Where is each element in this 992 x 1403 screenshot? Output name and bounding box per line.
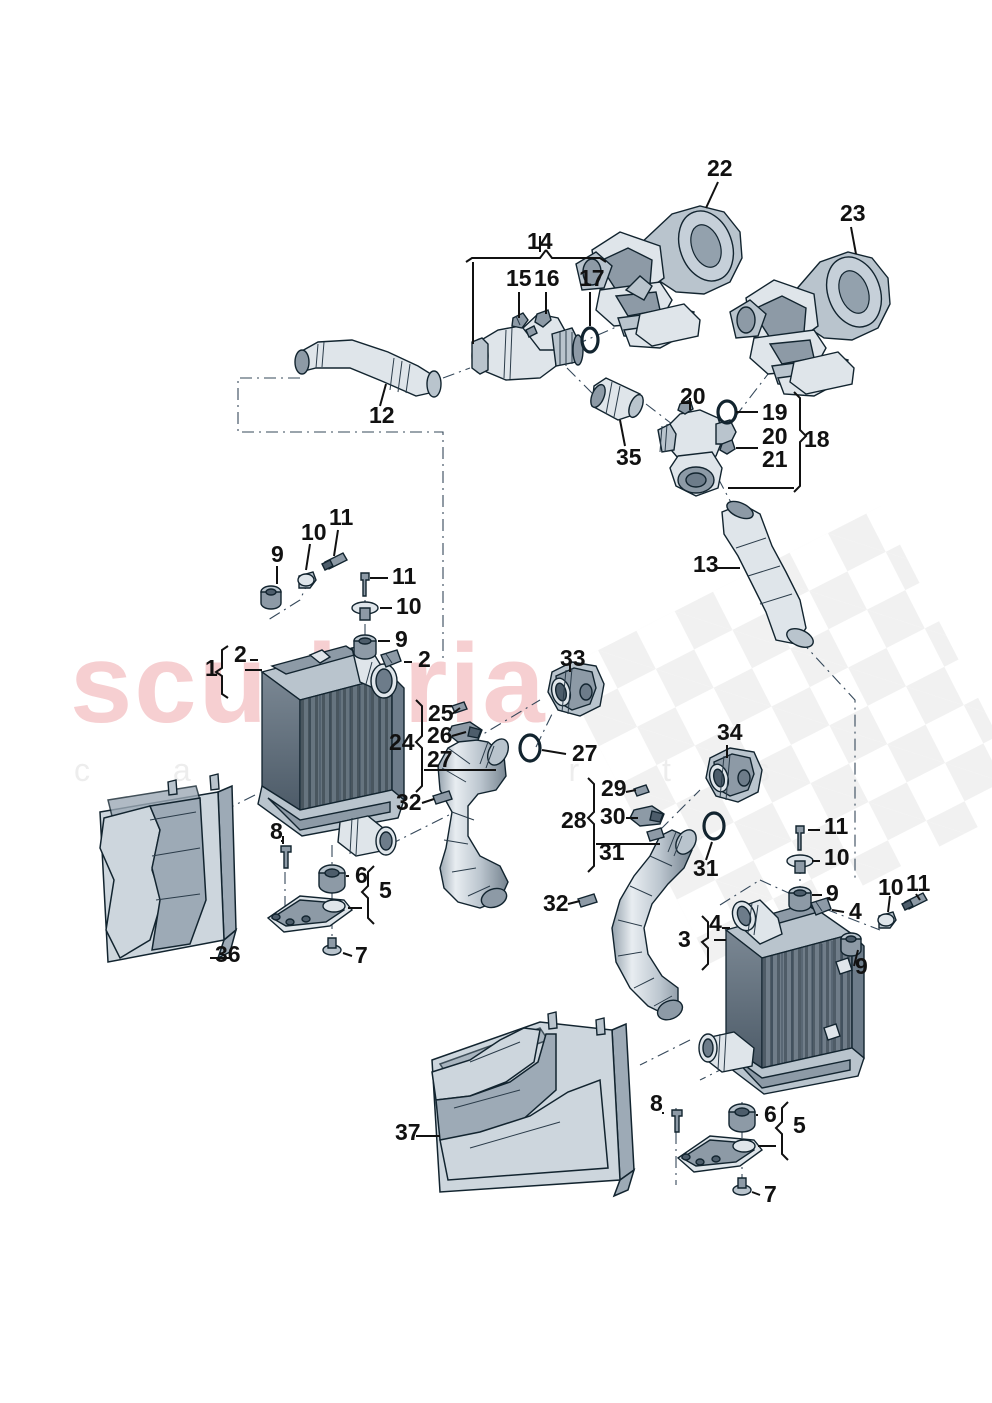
callout-11a: 11 [329,504,354,530]
callout-18: 18 [804,426,830,452]
callout-15: 15 [506,265,532,291]
callout-2a: 2 [234,641,247,667]
callout-35: 35 [616,444,642,470]
callout-31a: 31 [599,839,625,865]
callout-25: 25 [428,700,454,726]
callout-26: 26 [427,722,453,748]
hose-12-art [294,339,442,398]
callout-16: 16 [534,265,560,291]
callout-6b: 6 [764,1101,777,1127]
brand-watermark: scuderia [70,621,547,746]
callout-22: 22 [707,155,733,181]
callout-4b: 4 [849,898,862,924]
callout-7a: 7 [355,942,368,968]
callout-27b: 27 [572,740,598,766]
callout-14: 14 [527,228,553,254]
callout-24: 24 [389,729,415,755]
callout-21: 21 [762,446,788,472]
callout-7b: 7 [764,1181,777,1207]
callout-8b: 8 [650,1090,663,1116]
callout-10c: 10 [824,844,850,870]
callout-4a: 4 [709,910,722,936]
callout-5a: 5 [379,877,392,903]
junction-18-art [657,399,738,497]
callout-9a: 9 [271,541,284,567]
callout-8a: 8 [270,818,283,844]
callout-17: 17 [579,265,605,291]
callout-20b: 20 [762,423,788,449]
air-duct-37-art [431,1011,636,1198]
callout-28: 28 [561,807,587,833]
callout-34: 34 [717,719,743,745]
callout-1: 1 [205,655,218,681]
callout-11c: 11 [824,813,849,839]
callout-27a: 27 [427,746,453,772]
callout-3: 3 [678,926,691,952]
bracket-left-art [266,845,354,956]
turbocharger-23-art [729,251,891,397]
callout-32b: 32 [543,890,569,916]
callout-9d: 9 [855,953,868,979]
callout-37: 37 [395,1119,421,1145]
callout-10b: 10 [396,593,422,619]
callout-33: 33 [560,645,586,671]
callout-2b: 2 [418,646,431,672]
callout-9c: 9 [826,880,839,906]
callout-10a: 10 [301,519,327,545]
callout-36: 36 [215,941,241,967]
callout-5b: 5 [793,1112,806,1138]
connector-35-art [590,377,644,421]
callout-23: 23 [840,200,866,226]
callout-11d: 11 [906,870,931,896]
callout-30: 30 [600,803,626,829]
callout-20a: 20 [680,383,706,409]
bracket-right-art [671,1103,764,1196]
callout-19: 19 [762,399,788,425]
air-duct-36-art [99,773,238,963]
callout-31b: 31 [693,855,719,881]
callout-9b: 9 [395,626,408,652]
callout-12: 12 [369,402,395,428]
callout-29: 29 [601,775,627,801]
callout-10d: 10 [878,874,904,900]
callout-6a: 6 [355,862,368,888]
intake-manifold-14-art [471,309,600,381]
callout-32a: 32 [396,789,422,815]
callout-13: 13 [693,551,719,577]
callout-11b: 11 [392,563,417,589]
